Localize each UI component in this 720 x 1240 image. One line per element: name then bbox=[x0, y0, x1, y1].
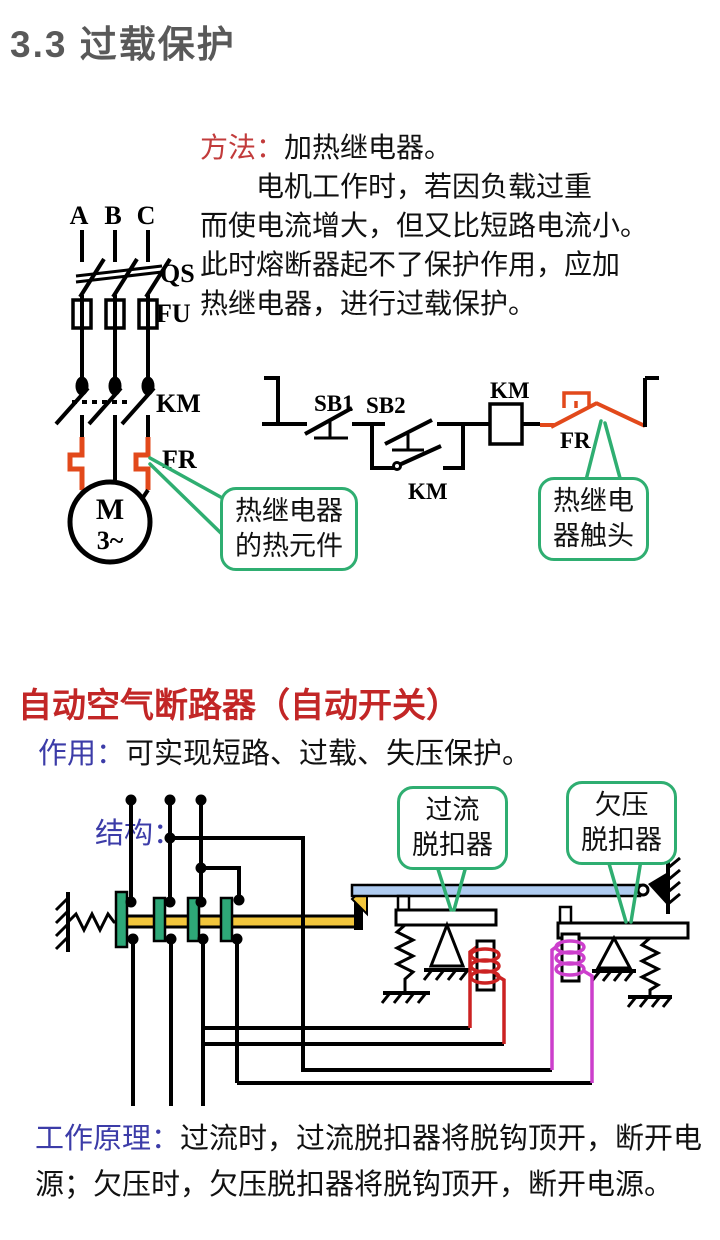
callout-pointer-undervoltage bbox=[606, 858, 643, 924]
right-supply-wire bbox=[643, 376, 659, 427]
undervoltage-coil bbox=[554, 939, 586, 977]
overcurrent-coil bbox=[469, 947, 501, 985]
overcurrent-trip bbox=[380, 894, 506, 1044]
label-fr-contact: FR bbox=[560, 428, 591, 453]
overcurrent-lever bbox=[394, 908, 498, 927]
label-fr-heater: FR bbox=[162, 445, 197, 474]
bar-end-cap bbox=[354, 898, 363, 930]
motor-phases: 3~ bbox=[97, 526, 124, 555]
label-phase-b: B bbox=[104, 201, 121, 230]
label-km-main: KM bbox=[156, 389, 201, 418]
terminal-dot bbox=[125, 794, 137, 806]
km-main-contacts bbox=[54, 376, 156, 426]
label-sb2: SB2 bbox=[366, 393, 406, 418]
wall-and-spring bbox=[54, 892, 118, 952]
motor-letter: M bbox=[96, 493, 124, 526]
motor: M 3~ bbox=[67, 479, 153, 565]
callout-undervoltage: 欠压 脱扣器 bbox=[566, 781, 677, 865]
label-fu: FU bbox=[156, 299, 191, 328]
left-supply-wire bbox=[262, 376, 307, 426]
page-title: 3.3 过载保护 bbox=[10, 24, 236, 65]
principle-paragraph: 工作原理：过流时，过流脱扣器将脱钩顶开，断开电源；欠压时，欠压脱扣器将脱钩顶开，… bbox=[35, 1116, 707, 1208]
motor-circuit: A B C QS FU bbox=[54, 201, 201, 565]
label-sb1: SB1 bbox=[314, 391, 354, 416]
callout-pointer-overcurrent bbox=[435, 864, 468, 912]
label-km-coil: KM bbox=[490, 378, 530, 403]
phase-wires-low bbox=[80, 415, 150, 480]
label-km-latch: KM bbox=[408, 479, 448, 504]
structure-wiring bbox=[125, 794, 592, 1106]
label-phase-c: C bbox=[137, 201, 156, 230]
role-value: 可实现短路、过载、失压保护。 bbox=[125, 738, 532, 770]
undervoltage-trip bbox=[550, 905, 690, 1083]
contact-plates bbox=[114, 890, 234, 949]
callout-pointer-heater bbox=[148, 456, 228, 540]
callout-relay-contact: 热继电 器触头 bbox=[538, 477, 649, 561]
phase-wires-mid bbox=[80, 295, 150, 382]
intro-paragraph: 电机工作时，若因负载过重 而使电流增大，但又比短路电流小。 此时熔断器起不了保护… bbox=[200, 172, 649, 320]
control-circuit: SB1 SB2 KM KM bbox=[262, 376, 659, 504]
method-value: 加热继电器。 bbox=[284, 133, 453, 164]
qs-switch bbox=[75, 257, 172, 299]
overcurrent-core bbox=[475, 939, 496, 992]
supply-wires bbox=[80, 230, 150, 262]
method-line: 方法：加热继电器。 bbox=[200, 126, 452, 166]
km-coil bbox=[488, 402, 524, 446]
sb1-button bbox=[304, 406, 353, 440]
callout-pointer-contact bbox=[584, 419, 622, 482]
label-qs: QS bbox=[160, 259, 195, 288]
structure-diagram bbox=[54, 794, 690, 1106]
callout-overcurrent: 过流 脱扣器 bbox=[397, 786, 508, 870]
role-line: 作用：可实现短路、过载、失压保护。 bbox=[38, 730, 531, 772]
km-latch-contact bbox=[370, 424, 465, 471]
fr-heater-elements bbox=[67, 437, 151, 490]
undervoltage-lever bbox=[556, 921, 690, 940]
trip-bar bbox=[350, 856, 681, 914]
label-phase-a: A bbox=[70, 201, 89, 230]
breaker-heading: 自动空气断路器（自动开关） bbox=[18, 688, 460, 725]
principle-value: 过流时，过流脱扣器将脱钩顶开，断开电源；欠压时，欠压脱扣器将脱钩顶开，断开电源。 bbox=[35, 1123, 703, 1201]
role-label: 作用： bbox=[38, 738, 126, 770]
undervoltage-core bbox=[560, 932, 581, 983]
circuit-diagram: A B C QS FU bbox=[54, 201, 659, 565]
method-label: 方法： bbox=[200, 133, 285, 164]
sb2-button bbox=[384, 418, 433, 452]
callout-heater-element: 热继电器 的热元件 bbox=[220, 487, 358, 571]
principle-label: 工作原理： bbox=[35, 1123, 181, 1155]
fr-relay-contact bbox=[540, 391, 646, 429]
